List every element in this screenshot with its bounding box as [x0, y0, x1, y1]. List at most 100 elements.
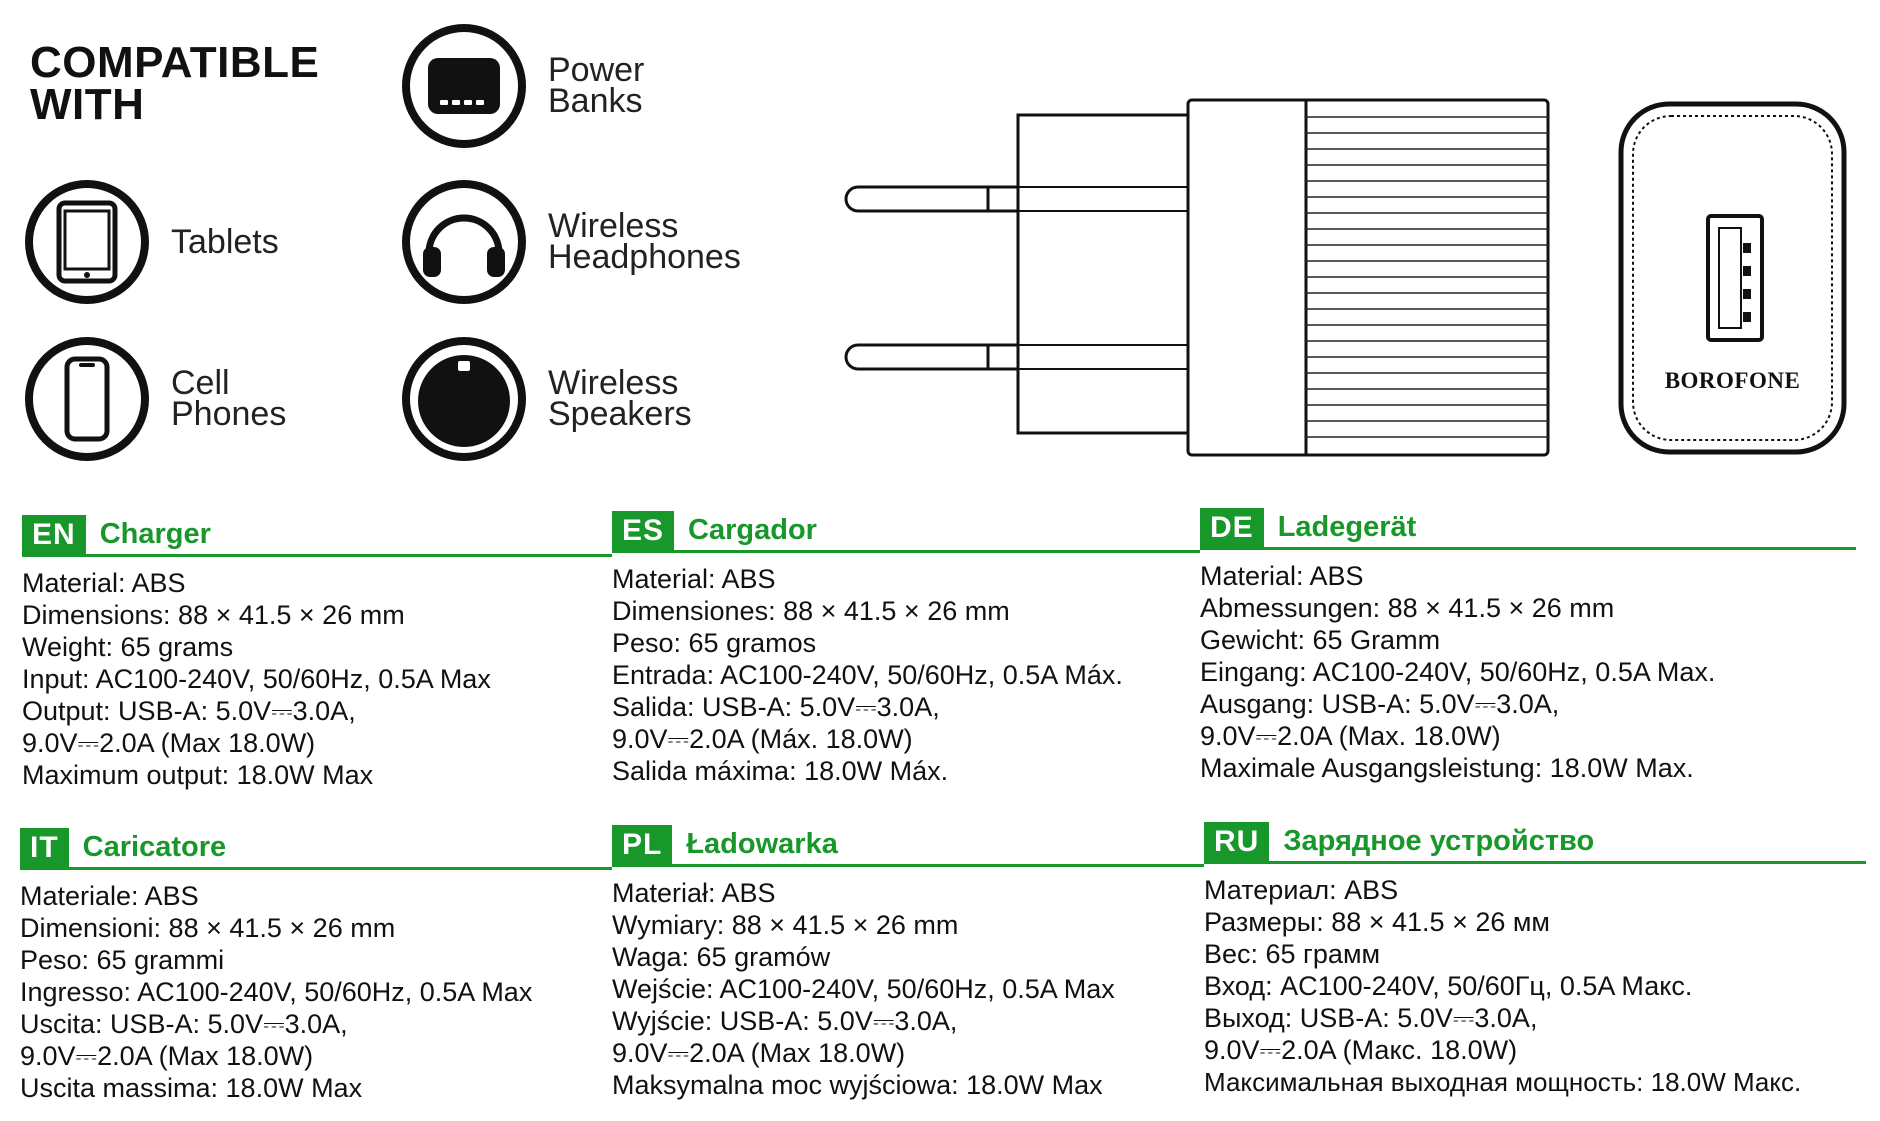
section-title: Charger — [99, 518, 211, 550]
device-label-line1: Wireless — [548, 207, 679, 245]
device-label-line2: Headphones — [548, 238, 741, 276]
spec-line: Salida máxima: 18.0W Máx. — [612, 756, 949, 786]
spec-line: Gewicht: 65 Gramm — [1200, 625, 1441, 655]
device-tablets: Tablets — [25, 180, 279, 304]
headphones-icon — [402, 180, 526, 304]
spec-line: Entrada: AC100-240V, 50/60Hz, 0.5A Máx. — [612, 660, 1123, 690]
compatible-heading: COMPATIBLE WITH — [30, 38, 320, 129]
device-wireless-speakers: Wireless Speakers — [402, 337, 692, 461]
spec-line: Output: USB-A: 5.0V⎓3.0A, — [22, 696, 356, 726]
spec-line: 9.0V⎓2.0A (Max 18.0W) — [20, 1041, 314, 1071]
device-label-line2: Phones — [171, 395, 287, 433]
section-header: EN Charger — [22, 510, 612, 557]
device-label-line1: Tablets — [171, 222, 279, 261]
spec-line: Weight: 65 grams — [22, 632, 234, 662]
section-en: EN Charger Material: ABS Dimensions: 88 … — [22, 510, 612, 791]
spec-line: Ingresso: AC100-240V, 50/60Hz, 0.5A Max — [20, 977, 533, 1007]
spec-line: Uscita massima: 18.0W Max — [20, 1073, 363, 1103]
spec-list: Materiale: ABS Dimensioni: 88 × 41.5 × 2… — [20, 880, 612, 1104]
language-tag: RU — [1204, 822, 1270, 861]
spec-line: 9.0V⎓2.0A (Máx. 18.0W) — [612, 724, 913, 754]
spec-list: Материал: ABS Размеры: 88 × 41.5 × 26 мм… — [1204, 874, 1866, 1098]
spec-line: Вход: AC100-240V, 50/60Гц, 0.5A Макс. — [1204, 971, 1693, 1001]
spec-line: Размеры: 88 × 41.5 × 26 мм — [1204, 907, 1550, 937]
language-tag: EN — [22, 515, 86, 554]
section-it: IT Caricatore Materiale: ABS Dimensioni:… — [20, 823, 612, 1104]
power-bank-icon — [402, 24, 526, 148]
spec-line: Uscita: USB-A: 5.0V⎓3.0A, — [20, 1009, 348, 1039]
spec-line: Wejście: AC100-240V, 50/60Hz, 0.5A Max — [612, 974, 1115, 1004]
section-es: ES Cargador Material: ABS Dimensiones: 8… — [612, 506, 1200, 787]
spec-line: Waga: 65 gramów — [612, 942, 831, 972]
compatible-heading-line2: WITH — [30, 80, 145, 129]
spec-line: Выход: USB-A: 5.0V⎓3.0A, — [1204, 1003, 1538, 1033]
spec-line: Dimensioni: 88 × 41.5 × 26 mm — [20, 913, 396, 943]
device-label: Cell Phones — [171, 366, 287, 433]
compatible-heading-line1: COMPATIBLE — [30, 38, 320, 87]
section-pl: PL Ładowarka Materiał: ABS Wymiary: 88 ×… — [612, 820, 1204, 1101]
device-label-line1: Power — [548, 51, 645, 89]
spec-line: Dimensiones: 88 × 41.5 × 26 mm — [612, 596, 1010, 626]
tablet-icon — [25, 180, 149, 304]
section-title: Ladegerät — [1277, 511, 1417, 543]
spec-line: Wymiary: 88 × 41.5 × 26 mm — [612, 910, 959, 940]
device-label: Power Banks — [548, 51, 645, 120]
spec-line: Peso: 65 grammi — [20, 945, 225, 975]
section-header: ES Cargador — [612, 506, 1200, 553]
section-title: Зарядное устройство — [1283, 825, 1595, 857]
spec-line: Eingang: AC100-240V, 50/60Hz, 0.5A Max. — [1200, 657, 1716, 687]
spec-line: Peso: 65 gramos — [612, 628, 817, 658]
spec-line: 9.0V⎓2.0A (Макс. 18.0W) — [1204, 1035, 1518, 1065]
phone-icon — [25, 337, 149, 461]
language-tag: ES — [612, 511, 675, 550]
device-label: Tablets — [171, 222, 279, 261]
spec-list: Materiał: ABS Wymiary: 88 × 41.5 × 26 mm… — [612, 877, 1204, 1101]
charger-side-view — [840, 95, 1580, 470]
section-header: PL Ładowarka — [612, 820, 1204, 867]
spec-line: Material: ABS — [612, 564, 776, 594]
device-cell-phones: Cell Phones — [25, 337, 286, 461]
section-ru: RU Зарядное устройство Материал: ABS Раз… — [1204, 817, 1866, 1098]
language-tag: IT — [20, 828, 69, 867]
spec-line: Materiał: ABS — [612, 878, 776, 908]
spec-line: Abmessungen: 88 × 41.5 × 26 mm — [1200, 593, 1615, 623]
spec-line: Maximale Ausgangsleistung: 18.0W Max. — [1200, 753, 1694, 783]
spec-line: Максимальная выходная мощность: 18.0W Ма… — [1204, 1067, 1802, 1097]
spec-line: Ausgang: USB-A: 5.0V⎓3.0A, — [1200, 689, 1560, 719]
section-title: Ładowarka — [686, 828, 838, 860]
spec-line: Material: ABS — [22, 568, 186, 598]
spec-line: 9.0V⎓2.0A (Max 18.0W) — [612, 1038, 906, 1068]
device-label: Wireless Speakers — [548, 364, 692, 433]
spec-line: Вес: 65 грамм — [1204, 939, 1381, 969]
device-label: Wireless Headphones — [548, 207, 741, 276]
spec-list: Material: ABS Abmessungen: 88 × 41.5 × 2… — [1200, 560, 1856, 784]
section-header: IT Caricatore — [20, 823, 612, 870]
spec-line: Maximum output: 18.0W Max — [22, 760, 374, 790]
spec-line: Maksymalna moc wyjściowa: 18.0W Max — [612, 1070, 1103, 1100]
spec-line: 9.0V⎓2.0A (Max. 18.0W) — [1200, 721, 1501, 751]
section-header: RU Зарядное устройство — [1204, 817, 1866, 864]
device-wireless-headphones: Wireless Headphones — [402, 180, 741, 304]
spec-line: Material: ABS — [1200, 561, 1364, 591]
language-tag: DE — [1200, 508, 1264, 547]
device-label-line1: Wireless — [548, 364, 679, 402]
speaker-icon — [402, 337, 526, 461]
device-label-line2: Banks — [548, 82, 643, 120]
section-title: Caricatore — [82, 831, 227, 863]
spec-line: Salida: USB-A: 5.0V⎓3.0A, — [612, 692, 940, 722]
spec-line: Materiale: ABS — [20, 881, 199, 911]
spec-list: Material: ABS Dimensions: 88 × 41.5 × 26… — [22, 567, 612, 791]
section-title: Cargador — [688, 514, 817, 546]
section-de: DE Ladegerät Material: ABS Abmessungen: … — [1200, 503, 1856, 784]
device-label-line2: Speakers — [548, 395, 692, 433]
spec-line: Dimensions: 88 × 41.5 × 26 mm — [22, 600, 405, 630]
spec-line: Input: AC100-240V, 50/60Hz, 0.5A Max — [22, 664, 491, 694]
spec-line: 9.0V⎓2.0A (Max 18.0W) — [22, 728, 316, 758]
language-tag: PL — [612, 825, 673, 864]
spec-line: Wyjście: USB-A: 5.0V⎓3.0A, — [612, 1006, 958, 1036]
spec-list: Material: ABS Dimensiones: 88 × 41.5 × 2… — [612, 563, 1200, 787]
spec-line: Материал: ABS — [1204, 875, 1399, 905]
charger-front-view: BOROFONE — [1615, 98, 1850, 463]
brand-label: BOROFONE — [1664, 368, 1801, 393]
device-power-banks: Power Banks — [402, 24, 644, 148]
